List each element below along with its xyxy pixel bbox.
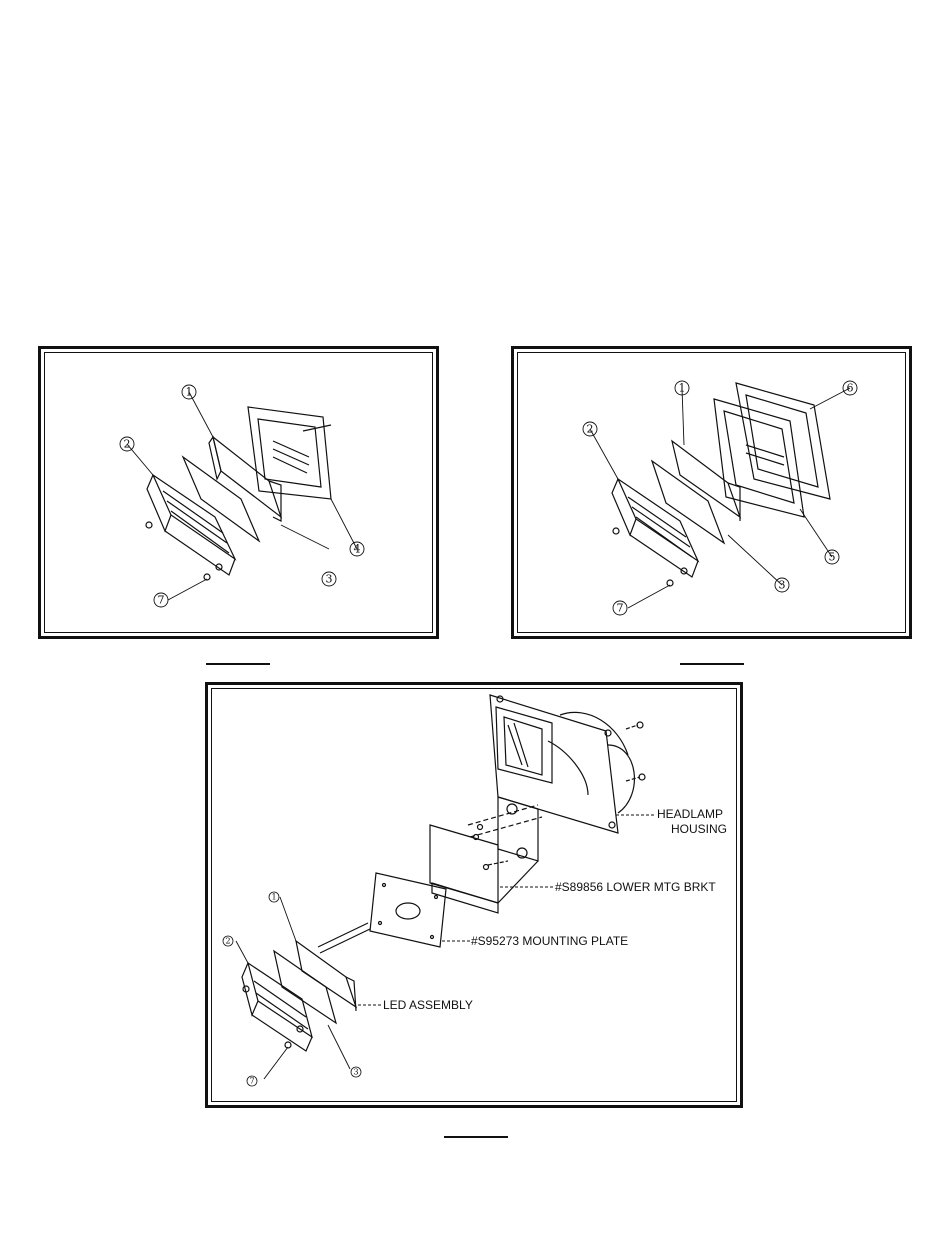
figure-2-caption-line [680,663,744,665]
callout-3: 3 [326,573,333,586]
figure-3-caption-line [444,1136,508,1138]
callout-1: 1 [679,382,686,395]
callout-1: 1 [271,893,276,902]
callout-2: 2 [124,438,131,451]
figure-1-frame: 1 2 3 4 7 [38,346,439,639]
mounting-plate-label: #S95273 MOUNTING PLATE [471,934,628,948]
led-assembly-label: LED ASSEMBLY [383,998,473,1012]
callout-5: 5 [829,551,836,564]
callout-7: 7 [158,594,165,607]
callout-7: 7 [617,602,624,615]
callout-4: 4 [354,543,361,556]
callout-3: 3 [779,579,786,592]
figure-3-frame: HEADLAMP HOUSING #S89856 LOWER MTG BRKT … [205,682,743,1108]
callout-2: 2 [225,937,230,946]
figure-3-drawing: HEADLAMP HOUSING #S89856 LOWER MTG BRKT … [208,685,746,1111]
callout-2: 2 [587,423,594,436]
callout-6: 6 [847,382,854,395]
headlamp-housing-label-1: HEADLAMP [657,807,723,821]
figure-1-caption-line [206,663,270,665]
figure-2-drawing: 1 2 3 5 6 7 [514,349,915,642]
headlamp-housing-label-2: HOUSING [671,822,727,836]
figure-2-frame: 1 2 3 5 6 7 [511,346,912,639]
callout-1: 1 [186,386,193,399]
lower-mtg-brkt-label: #S89856 LOWER MTG BRKT [555,880,716,894]
callout-7: 7 [249,1077,254,1086]
figure-1-drawing: 1 2 3 4 7 [41,349,442,642]
callout-3: 3 [353,1068,358,1077]
